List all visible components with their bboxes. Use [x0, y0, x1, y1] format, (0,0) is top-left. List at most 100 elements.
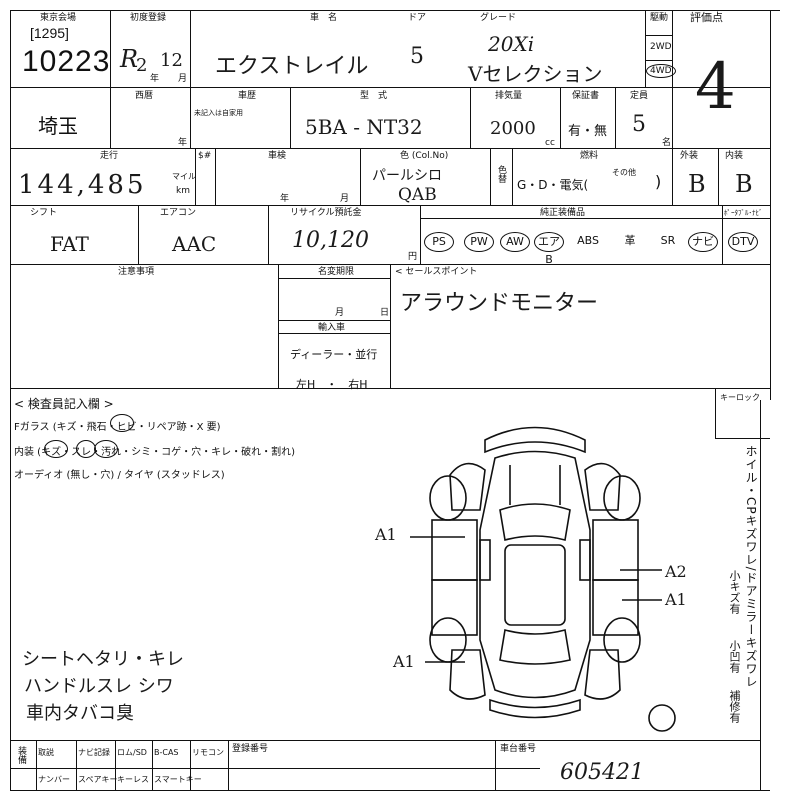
- wheel-damage-label: ホイル・CPキズワレ/ドアミラーキズワレ: [744, 445, 758, 689]
- footer-equipment-label: 装備: [16, 746, 26, 764]
- first-reg-era: R: [120, 45, 139, 73]
- option-label: ﾎﾟｰﾀﾌﾞﾙ･ﾅﾋﾞ: [724, 209, 763, 217]
- drive-4wd: 4WD: [646, 64, 676, 78]
- title-period-month: 月: [335, 308, 345, 318]
- equipment-item-6: SR: [660, 234, 676, 247]
- car-diagram: [410, 426, 676, 732]
- handwritten-note-1: ハンドルスレ シワ: [24, 676, 174, 697]
- equipment-item-2: AW: [500, 232, 530, 252]
- exterior-value: B: [688, 170, 706, 198]
- capacity-value: 5: [632, 112, 646, 137]
- damage-mark-0: A1: [375, 525, 397, 544]
- aircon-label: エアコン: [160, 208, 197, 218]
- color-label: 色 (Col.No): [400, 151, 449, 161]
- small-dent-label: 小凹有: [728, 640, 741, 673]
- drive-2wd: 2WD: [650, 42, 672, 52]
- interior-label: 内装: [725, 151, 744, 161]
- small-scratch-label: 小キズ有: [728, 570, 741, 614]
- door-label: ドア: [408, 13, 427, 23]
- key-lock-label: キーロック: [720, 393, 760, 402]
- audio-line: オーディオ (無し・穴) / タイヤ (スタッドレス): [14, 470, 225, 481]
- fuel-options: G・D・電気(: [517, 178, 589, 192]
- repair-label: 補修有: [728, 690, 741, 723]
- car-name: エクストレイル: [215, 54, 369, 79]
- mileage-label: 走行: [100, 151, 119, 161]
- warranty-label: 保証書: [572, 91, 600, 101]
- year-unit: 年: [150, 74, 160, 84]
- caution-label: 注意事項: [118, 267, 155, 277]
- aircon-value: AAC: [172, 232, 217, 256]
- grade-line1: 20Xi: [488, 32, 535, 56]
- equipment-item-4: ABS: [577, 234, 599, 247]
- inspection-label: 車検: [268, 151, 287, 161]
- lot-number: 10223: [22, 45, 111, 78]
- model-label: 型 式: [360, 91, 388, 101]
- interior-value: B: [735, 170, 753, 198]
- handle-options: 左H ・ 右H: [296, 378, 368, 391]
- import-label: 輸入車: [318, 323, 346, 333]
- fuel-other: その他: [612, 168, 636, 177]
- mile-unit: マイル: [172, 172, 196, 181]
- score-value: 4: [695, 50, 736, 124]
- month-unit: 月: [178, 74, 188, 84]
- yen-unit: 円: [408, 252, 418, 262]
- handwritten-note-0: シートヘタリ・キレ: [22, 649, 184, 670]
- handwritten-note-2: 車内タバコ臭: [26, 703, 134, 724]
- car-name-label: 車 名: [310, 13, 338, 23]
- footer-top-item-2: ロム/SD: [117, 748, 147, 757]
- equipment-item-5: 革: [624, 234, 636, 247]
- footer-top-item-4: リモコン: [192, 748, 224, 757]
- first-reg-month: 12: [160, 50, 183, 71]
- fuel-close-paren: ): [655, 172, 662, 191]
- equipment-label: 純正装備品: [540, 208, 586, 218]
- footer-bottom-item-3: スマートキー: [154, 775, 202, 784]
- equipment-item-1: PW: [464, 232, 494, 252]
- drive-label: 駆動: [650, 13, 669, 23]
- equipment-item-3: エアB: [534, 232, 564, 266]
- fuel-label: 燃料: [580, 151, 599, 161]
- equipment-item-0: PS: [424, 232, 454, 252]
- inspection-section-label: < 検査員記入欄 >: [14, 397, 114, 411]
- title-period-day: 日: [380, 308, 390, 318]
- equipment-item-8: DTV: [728, 232, 758, 252]
- footer-top-item-1: ナビ記録: [78, 748, 110, 757]
- inspection-month-unit: 月: [340, 194, 350, 204]
- damage-mark-3: A1: [393, 652, 415, 671]
- interior-line: 内装 (キズ・スレ・汚れ・シミ・コゲ・穴・キレ・破れ・割れ): [14, 447, 295, 458]
- import-options: ディーラー・並行: [290, 348, 378, 361]
- km-unit: km: [176, 186, 190, 196]
- equipment-item-7: ナビ: [688, 232, 718, 252]
- grade-line2: Vセレクション: [468, 62, 603, 86]
- glass-chip-circle: [110, 414, 134, 432]
- damage-mark-2: A1: [665, 590, 687, 609]
- footer-top-item-3: B-CAS: [154, 748, 179, 757]
- score-label: 評価点: [690, 11, 723, 24]
- inspection-year-unit: 年: [280, 194, 290, 204]
- selling-point-label-text: セールスポイント: [405, 267, 478, 277]
- footer-bottom-item-0: ナンバー: [38, 775, 70, 784]
- grade-label: グレード: [480, 13, 517, 23]
- interior-stain-circle: [94, 440, 118, 458]
- serial-suffix: 605421: [560, 760, 644, 785]
- mileage-value: 144,485: [18, 170, 147, 200]
- recycle-value: 10,120: [292, 228, 369, 253]
- door-count: 5: [410, 44, 424, 69]
- damage-mark-1: A2: [665, 562, 687, 581]
- interior-scratch-circle: [44, 440, 68, 458]
- auction-house-label: 東京会場: [40, 13, 77, 23]
- lane-number: [1295]: [30, 25, 69, 41]
- reg-number-label: 登録番号: [232, 744, 269, 754]
- displacement-value: 2000: [490, 118, 536, 139]
- recycle-label: リサイクル預託金: [290, 208, 362, 218]
- footer-bottom-item-1: スペアキー: [78, 775, 118, 784]
- model-value: 5BA - NT32: [305, 115, 423, 139]
- exterior-label: 外装: [680, 151, 699, 161]
- selling-point-label: < セールスポイント: [395, 267, 478, 277]
- history-note: 未記入は自家用: [194, 109, 243, 117]
- footer-top-item-0: 取説: [38, 748, 54, 757]
- area-value: 埼玉: [38, 114, 78, 138]
- serial-label: 車台番号: [500, 744, 537, 754]
- dollar-mark: $#: [198, 151, 212, 161]
- person-unit: 名: [662, 138, 672, 148]
- first-reg-label: 初度登録: [130, 13, 167, 23]
